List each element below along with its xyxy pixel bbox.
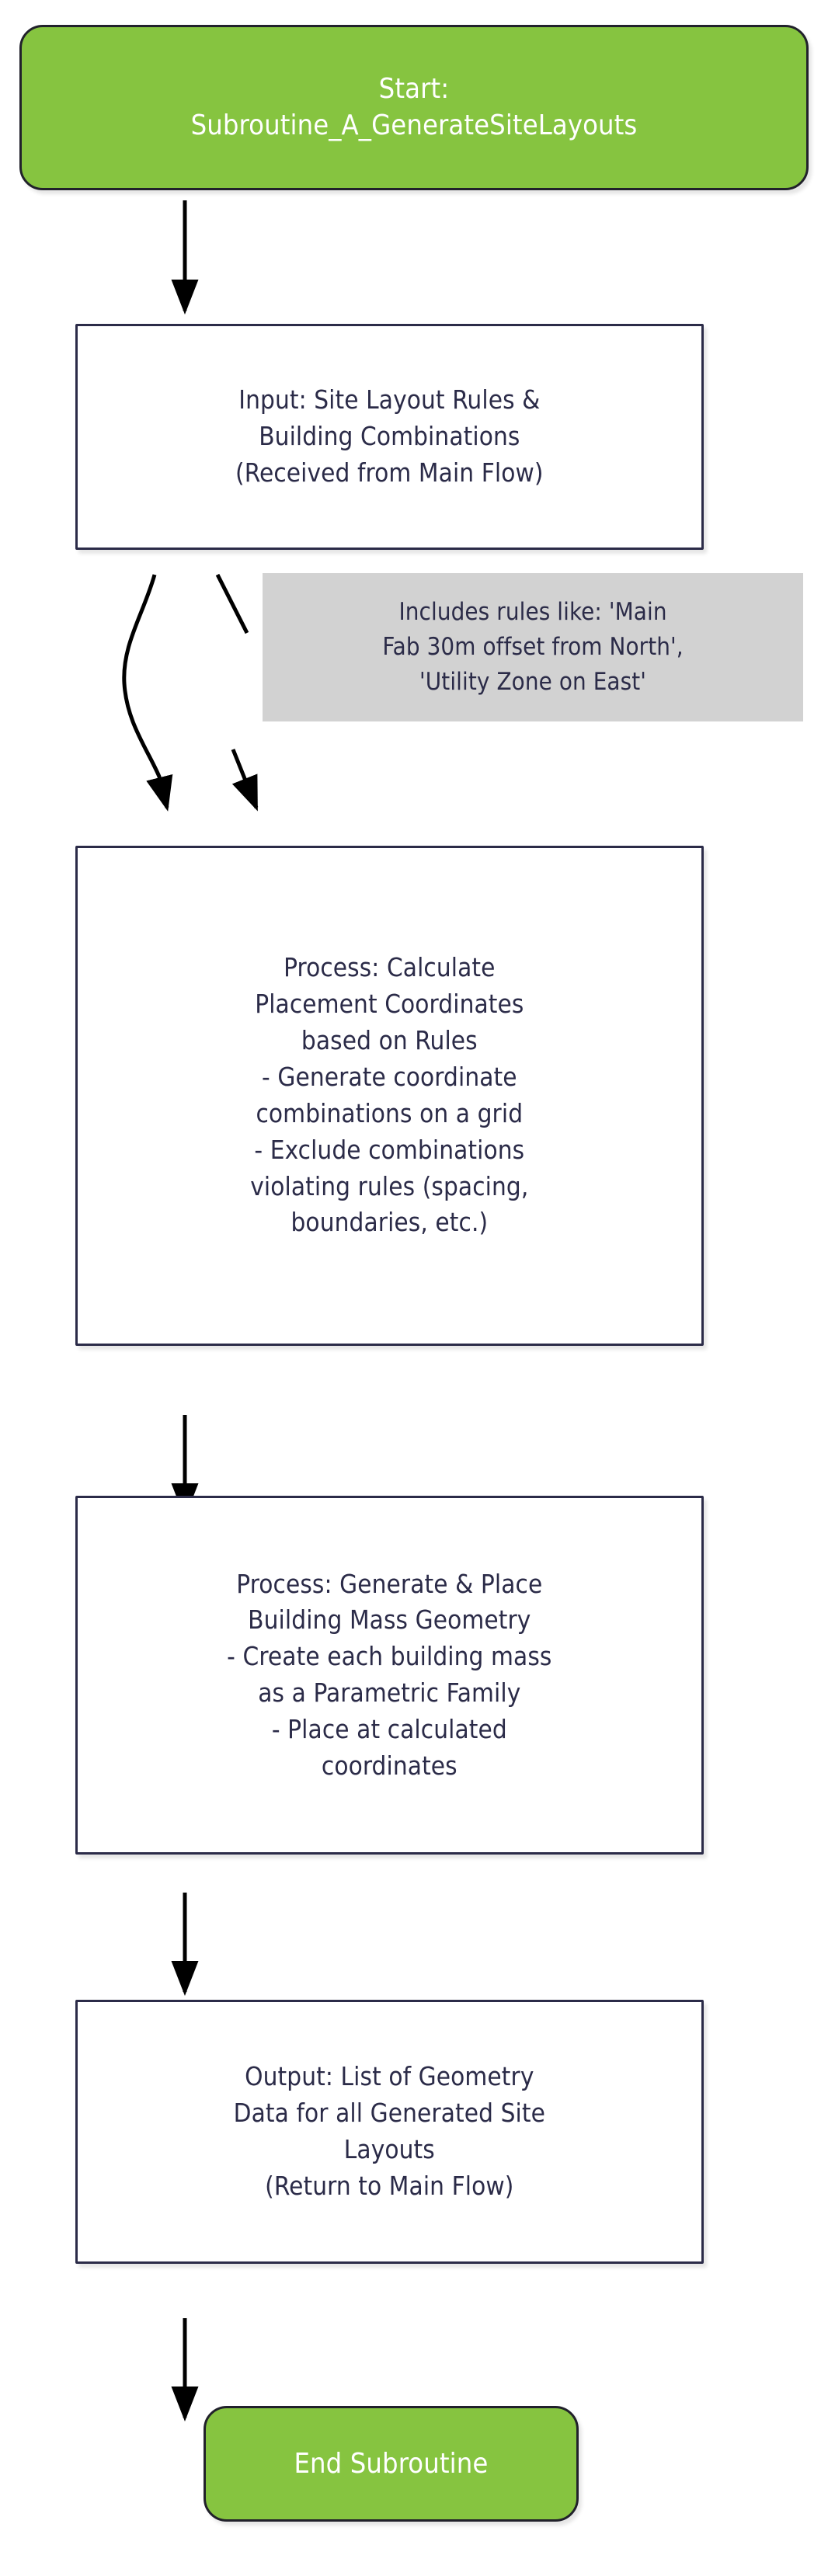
node-output-geometry-data[interactable]: Output: List of Geometry Data for all Ge…: [75, 1999, 704, 2265]
node-end-subroutine-label: End Subroutine: [294, 2447, 489, 2480]
node-input-site-layout-rules-label: Input: Site Layout Rules & Building Comb…: [235, 384, 544, 488]
node-process-generate-place-building-mass-geometry-label: Process: Generate & Place Building Mass …: [227, 1568, 552, 1781]
node-process-calculate-placement-coordinates[interactable]: Process: Calculate Placement Coordinates…: [75, 845, 704, 1346]
node-start-subroutine[interactable]: Start: Subroutine_A_GenerateSiteLayouts: [19, 24, 809, 190]
node-end-subroutine[interactable]: End Subroutine: [203, 2405, 579, 2522]
edge-input-to-calc-left: [122, 574, 173, 812]
node-output-geometry-data-label: Output: List of Geometry Data for all Ge…: [233, 2061, 545, 2201]
node-input-site-layout-rules[interactable]: Input: Site Layout Rules & Building Comb…: [75, 323, 704, 551]
node-process-calculate-placement-coordinates-label: Process: Calculate Placement Coordinates…: [250, 952, 529, 1238]
edge-label-includes-rules-text: Includes rules like: 'Main Fab 30m offse…: [382, 598, 684, 696]
node-process-generate-place-building-mass-geometry[interactable]: Process: Generate & Place Building Mass …: [75, 1496, 704, 1855]
node-start-subroutine-label: Start: Subroutine_A_GenerateSiteLayouts: [190, 72, 638, 142]
edge-label-includes-rules: Includes rules like: 'Main Fab 30m offse…: [262, 572, 804, 722]
edge-input-to-calc-right: [215, 573, 259, 812]
